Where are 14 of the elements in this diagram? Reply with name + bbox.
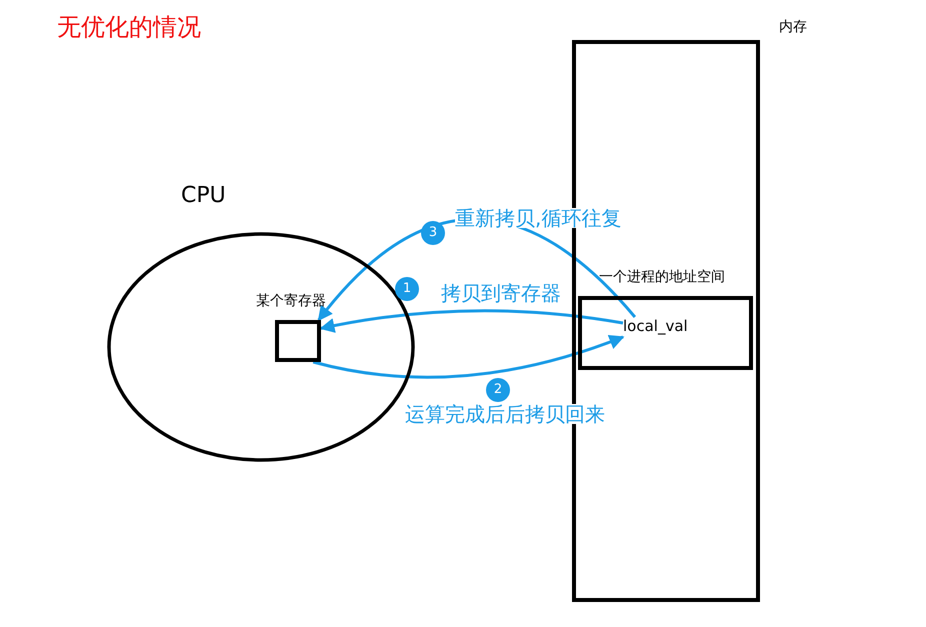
edge-label: 拷贝到寄存器 [441, 283, 561, 303]
step-number: 3 [421, 221, 445, 245]
variable-label: local_val [623, 317, 693, 337]
edge-label: 重新拷贝,循环往复 [455, 208, 622, 228]
edge-label: 运算完成后后拷贝回来 [405, 404, 605, 424]
arrow [312, 334, 624, 379]
heading-label: CPU [181, 185, 226, 207]
step-number: 1 [395, 277, 419, 301]
step-number: 2 [486, 378, 510, 402]
arrow [320, 309, 624, 334]
heading-label: 某个寄存器 [256, 294, 326, 308]
heading-label: 一个进程的地址空间 [599, 270, 725, 284]
title: 无优化的情况 [57, 15, 201, 39]
heading-label: 内存 [779, 20, 807, 34]
